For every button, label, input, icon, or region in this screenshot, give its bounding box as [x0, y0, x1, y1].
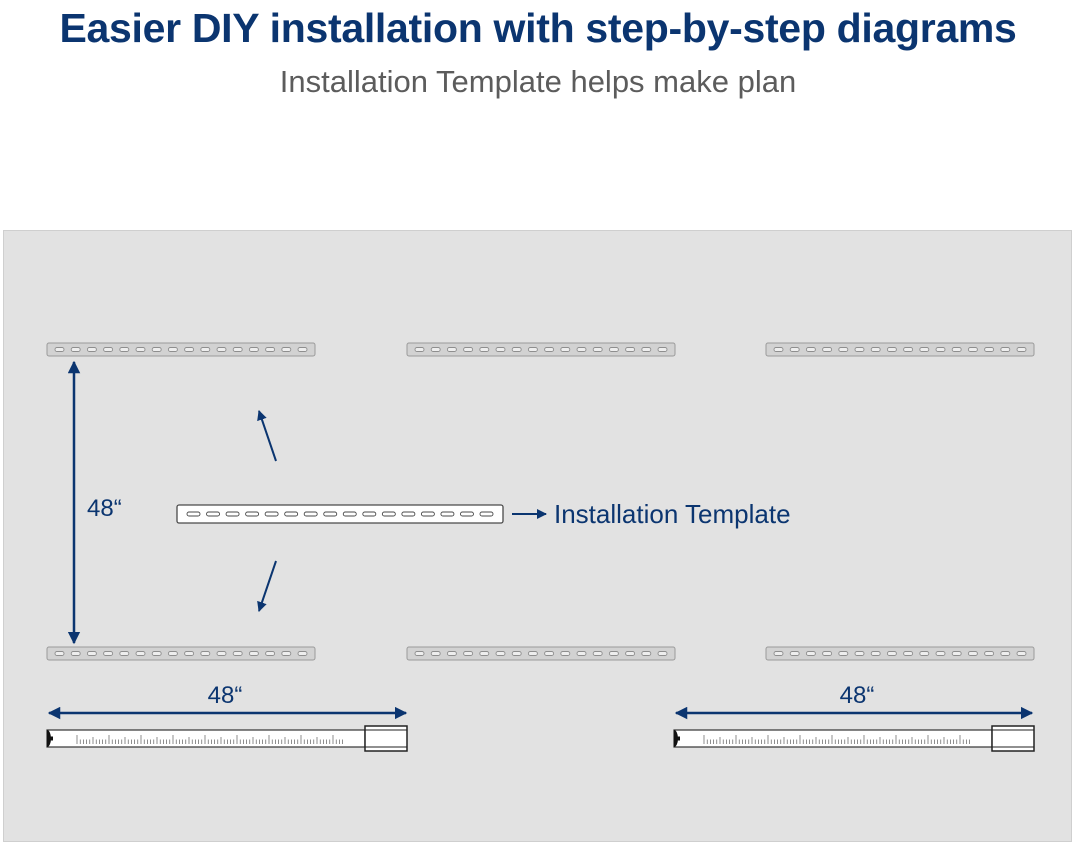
vertical-dimension-label: 48“	[87, 495, 122, 522]
arrow-down-icon	[257, 560, 277, 612]
horizontal-dimension-label-right: 48“	[840, 682, 875, 709]
installation-template-rail	[176, 504, 504, 524]
page-title: Easier DIY installation with step-by-ste…	[59, 5, 1017, 51]
rail-top-middle	[406, 342, 676, 357]
horizontal-dimension-label-left: 48“	[208, 682, 243, 709]
installation-template-label: Installation Template	[554, 499, 791, 529]
tape-measure-left-icon	[46, 725, 408, 752]
page-subtitle: Installation Template helps make plan	[279, 64, 797, 99]
rail-top-right	[765, 342, 1035, 357]
tape-measure-right-icon	[673, 725, 1035, 752]
rail-bottom-right	[765, 646, 1035, 661]
rail-bottom-left	[46, 646, 316, 661]
arrow-up-icon	[257, 410, 277, 462]
rail-bottom-middle	[406, 646, 676, 661]
rail-top-left	[46, 342, 316, 357]
